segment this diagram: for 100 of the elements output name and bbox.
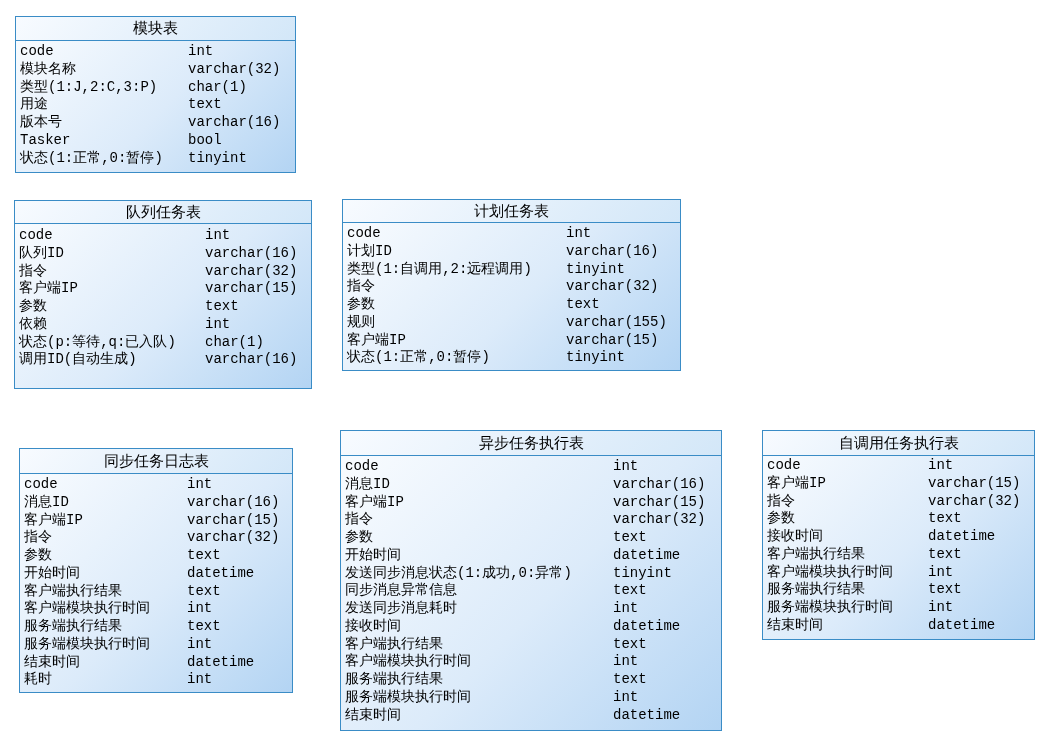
field-type: char(1): [205, 333, 264, 351]
field-name: 参数: [347, 296, 375, 313]
field-type: varchar(16): [205, 244, 298, 262]
field-type: int: [187, 476, 213, 493]
field-name: code: [24, 476, 58, 493]
table-header: 模块表: [16, 17, 295, 41]
table-header: 同步任务日志表: [20, 449, 292, 474]
field-type: text: [188, 96, 222, 114]
field-name: 结束时间: [345, 706, 401, 724]
field-type: varchar(32): [205, 262, 298, 280]
field-type: int: [566, 225, 592, 242]
field-type: int: [205, 227, 231, 244]
field-name: 模块名称: [20, 60, 76, 78]
field-type: text: [928, 545, 962, 563]
field-name: 指令: [24, 529, 52, 547]
field-name: 服务端执行结果: [345, 671, 443, 688]
field-name: 类型(1:自调用,2:远程调用): [347, 260, 532, 278]
field-name: 开始时间: [345, 546, 401, 564]
field-name: 版本号: [20, 114, 62, 131]
field-type: datetime: [613, 546, 681, 564]
field-type: text: [187, 618, 221, 635]
field-name: 指令: [347, 278, 375, 296]
field-name: 服务端执行结果: [24, 618, 122, 635]
table-box: [15, 16, 296, 173]
field-type: varchar(32): [566, 278, 659, 296]
field-type: varchar(15): [613, 493, 706, 511]
field-name: 消息ID: [345, 475, 390, 493]
field-name: 客户端IP: [767, 474, 826, 492]
field-name: 耗时: [24, 671, 52, 689]
field-name: code: [767, 457, 801, 474]
field-name: 客户端执行结果: [24, 582, 122, 600]
field-type: varchar(32): [187, 529, 280, 547]
field-name: 开始时间: [24, 564, 80, 582]
table-header: 异步任务执行表: [341, 431, 721, 456]
field-name: 状态(p:等待,q:已入队): [19, 333, 176, 351]
field-name: 状态(1:正常,0:暂停): [20, 149, 163, 167]
field-name: 客户端模块执行时间: [345, 653, 471, 671]
field-type: text: [205, 298, 239, 315]
field-type: int: [187, 635, 213, 653]
field-type: datetime: [187, 564, 255, 582]
field-type: text: [613, 671, 647, 688]
field-type: int: [187, 671, 213, 689]
field-name: 指令: [19, 262, 47, 280]
field-name: 结束时间: [24, 653, 80, 671]
field-name: 客户端IP: [19, 280, 78, 298]
field-type: varchar(16): [187, 493, 280, 511]
field-name: 状态(1:正常,0:暂停): [347, 349, 490, 367]
field-name: 客户端IP: [24, 511, 83, 529]
field-type: datetime: [613, 617, 681, 635]
field-type: varchar(15): [928, 474, 1021, 492]
field-name: 发送同步消息耗时: [345, 600, 457, 617]
field-type: varchar(15): [205, 280, 298, 298]
field-type: text: [928, 581, 962, 599]
field-name: 调用ID(自动生成): [19, 351, 137, 369]
field-type: text: [566, 296, 600, 313]
field-type: varchar(16): [188, 114, 281, 131]
field-type: bool: [188, 131, 222, 149]
field-type: varchar(15): [566, 331, 659, 349]
field-type: varchar(16): [613, 475, 706, 493]
field-name: 依赖: [19, 315, 47, 333]
field-name: 客户端IP: [345, 493, 404, 511]
field-type: tinyint: [566, 260, 625, 278]
field-name: 指令: [767, 492, 795, 510]
table-box: [340, 430, 722, 731]
field-type: text: [613, 529, 647, 546]
field-name: 计划ID: [347, 242, 392, 260]
field-name: 同步消息异常信息: [345, 582, 457, 600]
field-type: tinyint: [188, 149, 247, 167]
field-name: 用途: [20, 96, 48, 114]
field-name: 指令: [345, 511, 373, 529]
field-name: 接收时间: [767, 528, 823, 545]
table-box: [14, 200, 312, 389]
field-name: 服务端模块执行时间: [767, 599, 893, 616]
field-type: int: [205, 315, 231, 333]
field-name: 参数: [767, 510, 795, 528]
field-name: 类型(1:J,2:C,3:P): [20, 78, 158, 96]
field-type: int: [928, 457, 954, 474]
field-name: 客户端IP: [347, 331, 406, 349]
field-type: int: [613, 458, 639, 475]
table-header: 计划任务表: [343, 200, 680, 223]
field-type: int: [613, 600, 639, 617]
field-name: 客户端模块执行时间: [767, 563, 893, 581]
field-name: 参数: [24, 547, 52, 564]
field-type: int: [613, 653, 639, 671]
field-name: 规则: [347, 313, 375, 331]
field-name: 服务端执行结果: [767, 581, 865, 599]
field-name: 客户端执行结果: [767, 545, 865, 563]
field-type: varchar(16): [566, 242, 659, 260]
field-type: varchar(15): [187, 511, 280, 529]
field-name: 发送同步消息状态(1:成功,0:异常): [345, 564, 572, 582]
field-name: code: [19, 227, 53, 244]
field-type: int: [613, 688, 639, 706]
table-header: 自调用任务执行表: [763, 431, 1034, 456]
field-type: datetime: [187, 653, 255, 671]
field-type: text: [187, 547, 221, 564]
field-name: Tasker: [20, 131, 71, 149]
field-type: datetime: [928, 616, 996, 634]
field-type: varchar(32): [928, 492, 1021, 510]
field-type: text: [613, 582, 647, 600]
field-name: 接收时间: [345, 617, 401, 635]
